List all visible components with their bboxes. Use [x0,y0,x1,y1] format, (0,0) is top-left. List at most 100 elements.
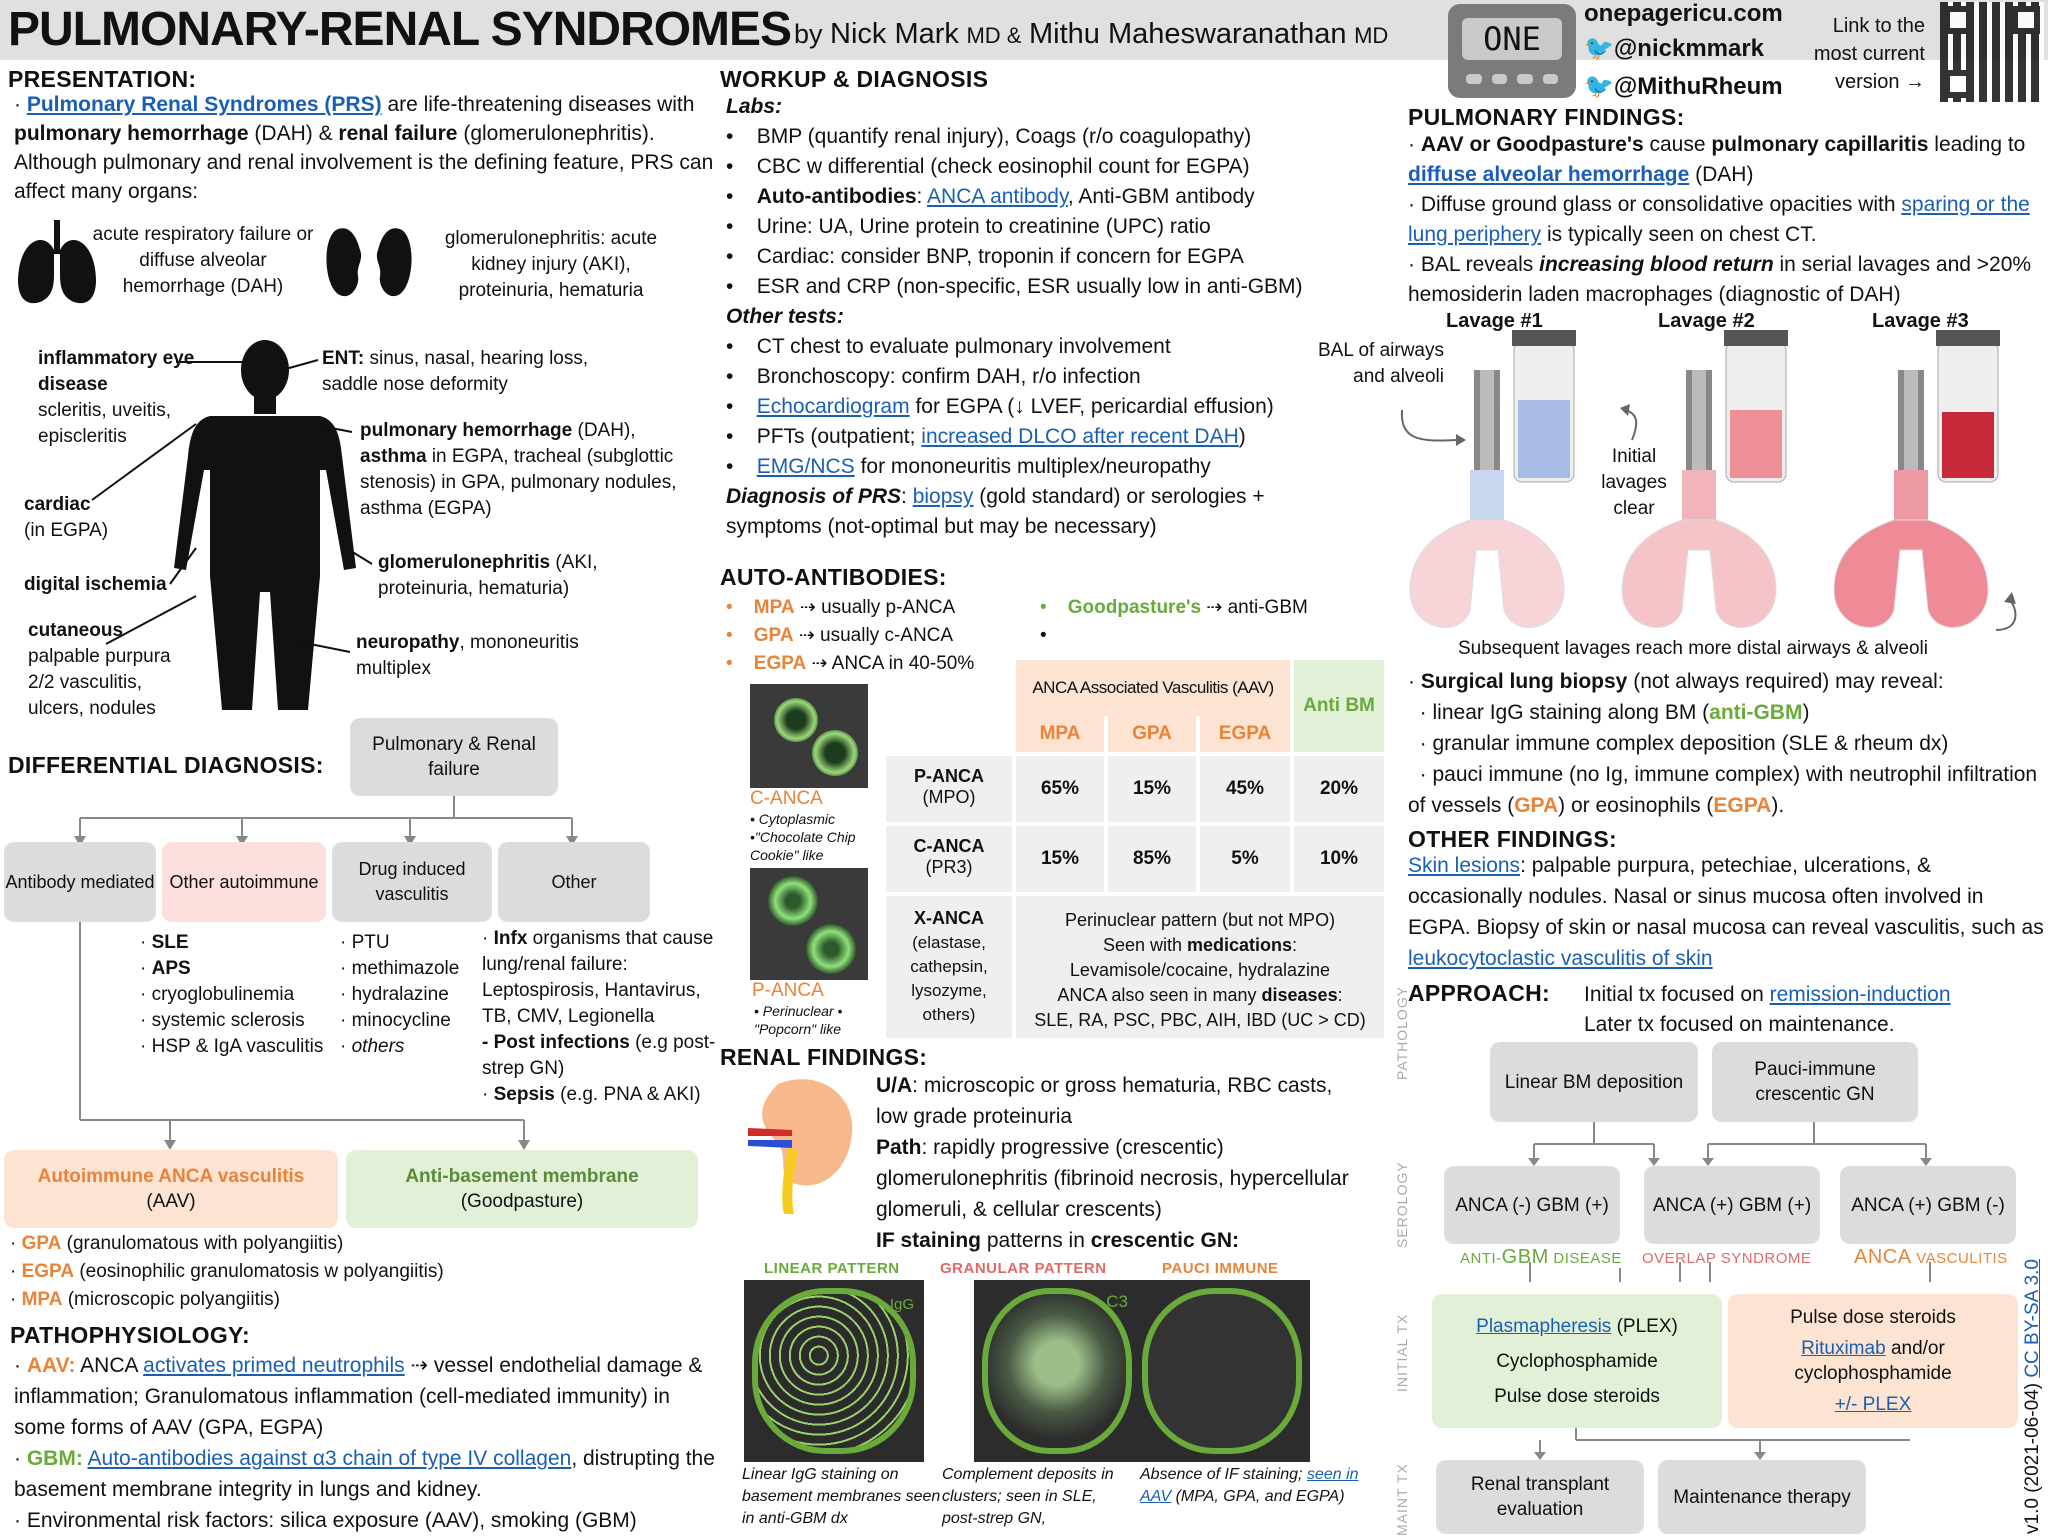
logo-dots [1466,74,1558,84]
presentation-text: · Pulmonary Renal Syndromes (PRS) are li… [14,93,714,203]
plasmapheresis-link[interactable]: Plasmapheresis [1476,1315,1612,1337]
row-canca-name: C-ANCA(PR3) [886,826,1012,892]
echo-link[interactable]: Echocardiogram [756,395,910,418]
other-findings-text: Skin lesions: palpable purpura, petechia… [1408,854,2044,970]
subsequent-label: Subsequent lavages reach more distal air… [1458,638,1928,659]
aav-types-list: · GPA (granulomatous with polyangiitis) … [10,1233,444,1310]
biopsy-text: · Surgical lung biopsy (not always requi… [1408,670,2038,817]
by-word: by [794,19,823,49]
label-neuro: neuropathy, mononeuritis multiplex [356,632,579,679]
cell-canca-egpa: 5% [1200,826,1290,892]
maint-therapy: Maintenance therapy [1658,1460,1866,1534]
cell-panca-gbm: 20% [1294,756,1384,822]
lung-caption: acute respiratory failure or diffuse alv… [92,224,314,297]
label-ent: ENT: sinus, nasal, hearing loss, saddle … [322,348,589,395]
twitter-icon: 🐦 [1584,35,1614,62]
sparing-link[interactable]: sparing or the lung periphery [1408,193,2030,246]
label-overlap-syndrome: OVERLAP SYNDROME [1642,1250,1812,1267]
rituximab-link[interactable]: Rituximab [1801,1338,1886,1359]
lavage1-label: Lavage #1 [1446,310,1543,332]
sero-anca-pos: ANCA (+) GBM (-) [1840,1166,2016,1244]
other-findings-heading: OTHER FINDINGS: [1408,826,1617,852]
panca-micrograph [750,868,868,980]
if-pauci-image [1134,1280,1310,1462]
version-footer: v1.0 (2021-06-04) CC BY-SA 3.0 [2022,1259,2043,1534]
approach-heading: APPROACH: [1408,980,1550,1006]
dlco-link[interactable]: increased DLCO after recent DAH [921,425,1239,448]
bal-label: BAL of airways and alveoli [1317,340,1444,387]
autoab-list: • MPA ⇢ usually p-ANCA • GPA ⇢ usually c… [726,597,975,674]
ddx-autoimmune-list: · SLE · APS · cryoglobulinemia · systemi… [140,932,324,1057]
ddx-tree-lines [74,796,578,1150]
ddx-aav-box: Autoimmune ANCA vasculitis(AAV) [4,1150,338,1228]
cell-canca-mpa: 15% [1016,826,1104,892]
anca-link[interactable]: ANCA antibody [927,185,1068,208]
ddx-root: Pulmonary & Renal failure [350,718,558,796]
remission-link[interactable]: remission-induction [1769,983,1951,1006]
twitter-mithu[interactable]: 🐦@MithuRheum [1584,73,1783,100]
kidneys-icon [326,228,412,297]
if-pauci-caption: Absence of IF staining; seen in AAV (MPA… [1140,1466,1359,1505]
if-granular-image: C3 [974,1280,1138,1462]
ddx-drug-list: · PTU · methimazole · hydralazine · mino… [340,932,460,1057]
col-gpa: GPA [1108,716,1196,752]
pattern-linear-label: LINEAR PATTERN [764,1260,900,1277]
ddx-drug: Drug induced vasculitis [332,842,492,922]
tx-plex-box: Plasmapheresis (PLEX) Cyclophosphamide P… [1432,1294,1722,1428]
canca-desc: • Cytoplasmic •"Chocolate Chip Cookie" l… [750,811,856,863]
pattern-granular-label: GRANULAR PATTERN [940,1260,1107,1277]
aav-link[interactable]: seen in AAV [1140,1466,1359,1505]
lavage-diagram [1400,330,2017,631]
emg-link[interactable]: EMG/NCS [756,455,855,478]
row-xanca-name: X-ANCA(elastase, cathepsin, lysozyme, ot… [886,896,1012,1038]
anca-table: ANCA Associated Vasculitis (AAV) Anti BM… [886,660,1386,1040]
logo-screen: ONE [1462,18,1562,60]
label-digital: digital ischemia [24,574,167,595]
md2: MD [1354,23,1389,48]
igg-label: IgG [889,1296,914,1313]
cell-canca-gbm: 10% [1294,826,1384,892]
human-body-icon [174,340,356,710]
cell-canca-gpa: 85% [1108,826,1196,892]
if-linear-caption: Linear IgG staining on basement membrane… [742,1466,941,1527]
approach-text: Initial tx focused on remission-inductio… [1584,983,1951,1036]
ddx-other-autoimmune: Other autoimmune [162,842,326,922]
ddx-heading: DIFFERENTIAL DIAGNOSIS: [8,752,324,778]
onepager-logo[interactable]: ONE [1448,4,1576,98]
md1: MD & [966,23,1022,48]
twitter-nick[interactable]: 🐦@nickmmark [1584,35,1765,62]
ddx-other: Other [498,842,650,922]
qr-code-icon[interactable] [1940,2,2044,102]
pulm-heading: PULMONARY FINDINGS: [1408,104,1685,130]
lcv-link[interactable]: leukocytoclastic vasculitis of skin [1408,947,1713,970]
autoab-heading: AUTO-ANTIBODIES: [720,564,947,590]
if-granular-caption: Complement deposits in clusters; seen in… [942,1466,1114,1527]
skin-lesions-link[interactable]: Skin lesions [1408,854,1521,877]
author2: Mithu Maheswaranathan [1028,18,1347,50]
lungs-icon [18,220,96,304]
label-pulm: pulmonary hemorrhage (DAH), asthma in EG… [360,420,677,519]
qr-caption: Link to the most current version → [1813,15,1925,93]
collagen-link[interactable]: Auto-antibodies against α3 chain of type… [87,1447,572,1470]
pulm-text: · AAV or Goodpasture's cause pulmonary c… [1408,133,2032,306]
plex-link[interactable]: +/- PLEX [1834,1394,1912,1415]
prs-link[interactable]: Pulmonary Renal Syndromes (PRS) [26,93,382,116]
lavage2-label: Lavage #2 [1658,310,1755,332]
page-title: PULMONARY-RENAL SYNDROMES [8,3,792,56]
site-link[interactable]: onepagericu.com [1584,0,1783,27]
path-linear-bm: Linear BM deposition [1490,1042,1698,1122]
label-gn: glomerulonephritis (AKI, proteinuria, he… [378,552,598,599]
maint-renal-transplant: Renal transplant evaluation [1436,1460,1644,1534]
workup-list: Labs: • BMP (quantify renal injury), Coa… [726,95,1303,538]
neutrophil-link[interactable]: activates primed neutrophils [143,1354,405,1377]
canca-label: C-ANCA [750,788,823,809]
panca-desc: • Perinuclear • "Popcorn" like [754,1003,843,1037]
cell-xanca-desc: Perinuclear pattern (but not MPO) Seen w… [1016,896,1384,1038]
biopsy-link[interactable]: biopsy [912,485,974,508]
license-link[interactable]: CC BY-SA 3.0 [2022,1259,2043,1378]
table-aav-header: ANCA Associated Vasculitis (AAV) [1016,660,1290,716]
dah-link[interactable]: diffuse alveolar hemorrhage [1408,163,1690,186]
